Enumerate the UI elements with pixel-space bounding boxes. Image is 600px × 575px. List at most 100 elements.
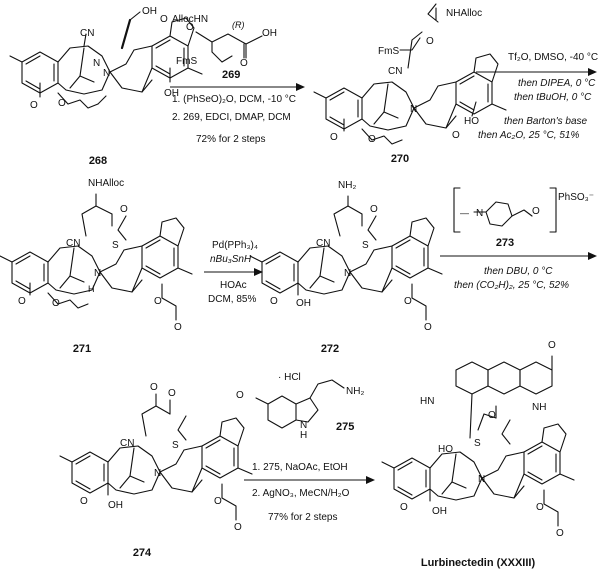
step3-condition-2: nBu₃SnH <box>210 254 252 265</box>
step3-condition-1: Pd(PPh₃)₄ <box>212 240 258 251</box>
o-label: O <box>532 206 540 217</box>
step2-condition-5: then Ac₂O, 25 °C, 51% <box>478 130 579 141</box>
o-label: O <box>154 296 162 307</box>
n-label: N <box>410 104 417 115</box>
step3-condition-3: HOAc <box>220 280 247 291</box>
reagent-273-structure <box>453 187 557 233</box>
s-label: S <box>362 240 369 251</box>
step1-yield: 72% for 2 steps <box>196 134 265 145</box>
oh-label: OH <box>108 500 123 511</box>
fms-label: FmS <box>176 56 197 67</box>
compound-268-label: 268 <box>89 155 107 167</box>
n-label: N <box>93 58 100 69</box>
reagent-273-label: 273 <box>496 237 514 249</box>
step4-condition-1: then DBU, 0 °C <box>484 266 553 277</box>
o-label: O <box>30 100 38 111</box>
allochn-label: AllocHN <box>172 14 208 25</box>
n-label: N <box>476 208 483 219</box>
step3-condition-4: DCM, 85% <box>208 294 256 305</box>
oh-label: OH <box>262 28 277 39</box>
n-label: N <box>103 68 110 79</box>
compound-272-label: 272 <box>321 343 339 355</box>
step1-condition-1: 1. (PhSeO)₂O, DCM, -10 °C <box>172 94 296 105</box>
nh-label: H <box>300 430 307 441</box>
n-label: N <box>154 468 161 479</box>
nh-label: NH <box>532 402 546 413</box>
o-label: O <box>150 382 158 393</box>
o-label: O <box>240 58 248 69</box>
lurbinectedin-label: Lurbinectedin (XXXIII) <box>421 557 536 569</box>
reagent-275-label: 275 <box>336 421 354 433</box>
step2-condition-3: then tBuOH, 0 °C <box>514 92 592 103</box>
lurbinectedin-structure <box>381 355 575 527</box>
step5-condition-2: 2. AgNO₃, MeCN/H₂O <box>252 488 350 499</box>
compound-271-label: 271 <box>73 343 91 355</box>
reagent-275-structure <box>255 379 345 429</box>
compound-270-label: 270 <box>391 153 409 165</box>
o-label: O <box>330 132 338 143</box>
n-label: N <box>478 474 485 485</box>
o-label: O <box>400 502 408 513</box>
salt-label: · HCl <box>278 372 301 383</box>
reaction-arrow-1 <box>170 83 305 91</box>
reaction-arrow-5 <box>244 476 375 484</box>
step5-condition-1: 1. 275, NaOAc, EtOH <box>252 462 348 473</box>
o-label: O <box>426 36 434 47</box>
o-label: O <box>174 322 182 333</box>
o-label: O <box>18 296 26 307</box>
o-label: O <box>424 322 432 333</box>
nhalloc-label: NHAlloc <box>446 8 482 19</box>
o-label: O <box>58 98 66 109</box>
compound-270-structure <box>313 3 507 145</box>
o-label: O <box>214 496 222 507</box>
s-label: S <box>112 240 119 251</box>
o-label: O <box>536 502 544 513</box>
reaction-arrow-4 <box>440 252 597 260</box>
step5-yield: 77% for 2 steps <box>268 512 337 523</box>
o-label: O <box>234 522 242 533</box>
compound-271-structure <box>0 193 193 321</box>
compound-274-structure <box>59 393 253 521</box>
o-label: O <box>488 410 496 421</box>
oh-label: OH <box>432 506 447 517</box>
cn-label: CN <box>388 66 402 77</box>
o-label: O <box>556 528 564 539</box>
o-label: O <box>368 134 376 145</box>
o-label: O <box>404 296 412 307</box>
o-label: O <box>236 390 244 401</box>
hn-label: HN <box>420 396 434 407</box>
ho-label: HO <box>464 116 479 127</box>
o-label: O <box>548 340 556 351</box>
s-label: S <box>172 440 179 451</box>
cn-label: CN <box>316 238 330 249</box>
step1-condition-2: 2. 269, EDCI, DMAP, DCM <box>172 112 291 123</box>
n-label: N <box>344 268 351 279</box>
compound-272-structure <box>249 195 443 321</box>
h-label: H <box>88 284 95 294</box>
s-label: S <box>474 438 481 449</box>
step4-condition-2: then (CO₂H)₂, 25 °C, 52% <box>454 280 569 291</box>
oh-label: OH <box>164 88 179 99</box>
fms-label: FmS <box>378 46 399 57</box>
step2-condition-2: then DIPEA, 0 °C <box>518 78 596 89</box>
step2-condition-4: then Barton's base <box>504 116 588 127</box>
ho-label: HO <box>438 444 453 455</box>
reaction-arrow-2 <box>476 68 597 76</box>
o-label: O <box>452 130 460 141</box>
compound-274-label: 274 <box>133 547 152 559</box>
o-label: O <box>160 14 168 25</box>
n-label: N <box>300 420 307 431</box>
cn-label: CN <box>120 438 134 449</box>
n-label: N <box>94 268 101 279</box>
o-label: O <box>370 204 378 215</box>
oh-label: OH <box>142 6 157 17</box>
counterion-label: PhSO₃⁻ <box>558 192 594 203</box>
reaction-arrow-3 <box>204 268 263 276</box>
compound-268-structure <box>9 11 203 109</box>
cn-label: CN <box>66 238 80 249</box>
oh-label: OH <box>296 298 311 309</box>
nh2-label: NH₂ <box>338 180 356 191</box>
o-label: O <box>80 496 88 507</box>
methyl-label: — <box>460 208 469 218</box>
